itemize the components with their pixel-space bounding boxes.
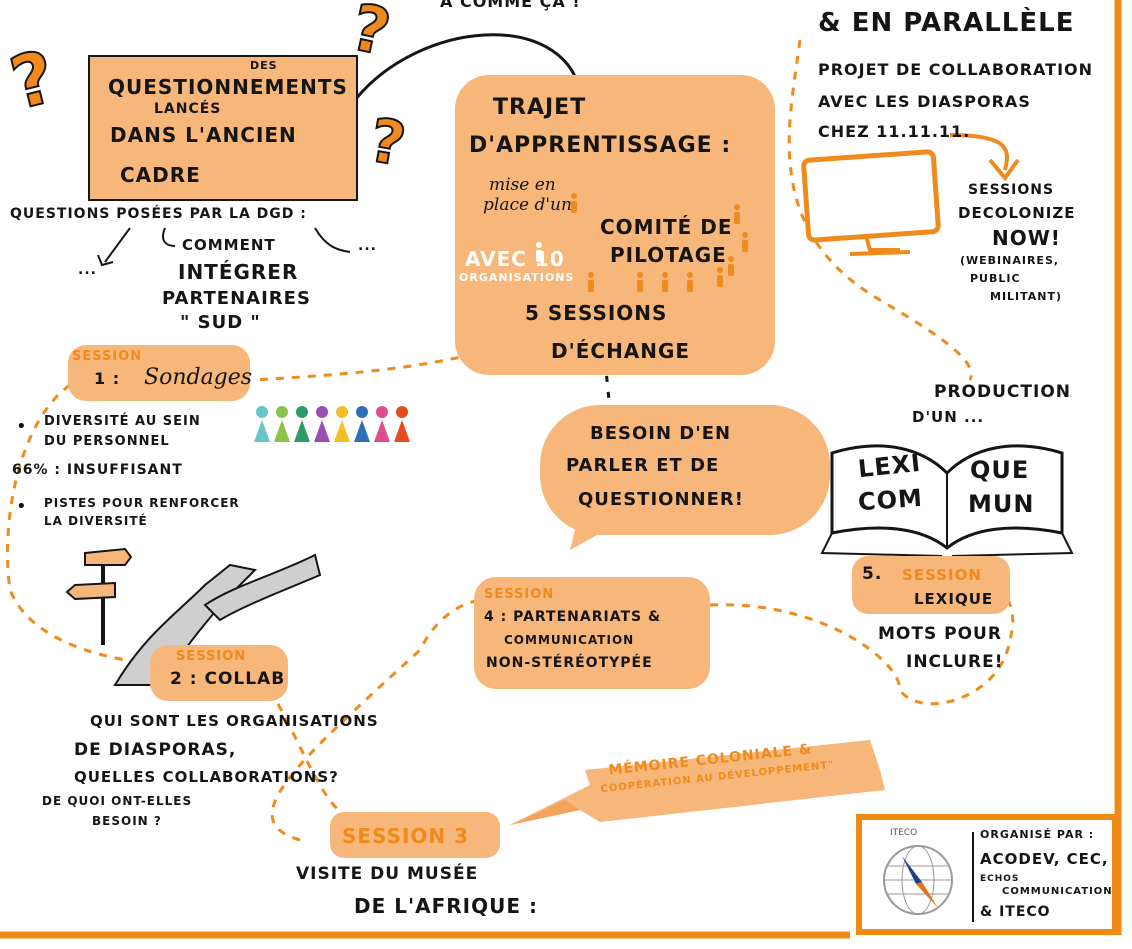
session5-box: 5. SESSION LEXIQUE bbox=[852, 556, 1010, 614]
session2-q5: BESOIN ? bbox=[92, 814, 162, 828]
top-partial-text: À COMME ÇA ! bbox=[440, 0, 581, 11]
session2-q4: DE QUOI ONT-ELLES bbox=[42, 794, 193, 808]
parallele-projet2: AVEC LES DIASPORAS bbox=[818, 92, 1031, 111]
session5-title: LEXIQUE bbox=[914, 590, 994, 608]
organise-line2: ECHOS bbox=[980, 874, 1020, 884]
besoin-line3: QUESTIONNER! bbox=[578, 489, 744, 510]
q-line1: DES bbox=[250, 59, 278, 72]
decol-line2: DECOLONIZE bbox=[958, 204, 1076, 222]
production-line2: D'UN ... bbox=[912, 408, 985, 426]
trajet-title1: TRAJET bbox=[493, 95, 587, 120]
decol-line1: SESSIONS bbox=[968, 182, 1055, 198]
parallele-title: & EN PARALLÈLE bbox=[818, 8, 1075, 38]
decol-line3: NOW! bbox=[992, 226, 1061, 250]
organise-line4: & ITECO bbox=[980, 904, 1051, 920]
session1-label: SESSION bbox=[72, 349, 143, 364]
book-text-que: QUE bbox=[970, 456, 1030, 484]
session3-visite2: de L'AFRIQUE : bbox=[354, 894, 538, 918]
trajet-title2: D'APPRENTISSAGE : bbox=[469, 133, 732, 158]
session4-t1: 4 : PARTENARIATS & bbox=[484, 609, 662, 625]
session4-label: SESSION bbox=[484, 587, 555, 602]
session1-b2a: PISTES POUR RENFORCER bbox=[44, 496, 240, 510]
session4-box: SESSION 4 : PARTENARIATS & COMMUNICATION… bbox=[474, 577, 710, 689]
trajet-place: place d'un bbox=[483, 195, 572, 215]
questions-comment: COMMENT bbox=[182, 236, 276, 254]
iteco-logo-text: ITECO bbox=[890, 828, 918, 838]
organise-line1: ACODEV, CEC, bbox=[980, 850, 1109, 868]
trajet-orgs: ORGANISATIONS bbox=[459, 271, 575, 284]
trajet-comite2: PILOTAGE bbox=[610, 243, 727, 267]
besoin-line1: BESOIN D'EN bbox=[590, 423, 732, 444]
session4-t3: NON-STÉRÉOTYPÉE bbox=[486, 655, 653, 671]
session2-q1: QUI SONT LES ORGANISATIONS bbox=[90, 712, 379, 730]
webi-line3: MILITANT) bbox=[990, 290, 1063, 303]
session1-stat: 66% : INSUFFISANT bbox=[12, 462, 183, 478]
trajet-avec: AVEC 10 bbox=[465, 247, 565, 271]
questions-partenaires: PARTENAIRES bbox=[162, 288, 311, 309]
trajet-comite1: COMITÉ de bbox=[600, 215, 733, 239]
session1-bullet: • bbox=[16, 496, 27, 517]
book-text-mun: MUN bbox=[968, 490, 1035, 518]
session2-box: SESSION 2 : COLLAB bbox=[150, 645, 288, 701]
session2-q2: de DIASPORAS, bbox=[74, 740, 237, 760]
session3-label: SESSION 3 bbox=[342, 824, 470, 848]
session2-q3: QUELLES COLLABORATIONS? bbox=[74, 768, 339, 786]
session5-label: SESSION bbox=[902, 566, 982, 584]
trajet-sessions1: 5 SESSIONS bbox=[525, 301, 668, 325]
book-text-com: COM bbox=[857, 483, 924, 517]
session3-box: SESSION 3 bbox=[330, 812, 500, 858]
trajet-sessions2: D'ÉCHANGE bbox=[551, 339, 691, 363]
session5-num: 5. bbox=[862, 564, 883, 584]
organise-line3: COMMUNICATION bbox=[1002, 886, 1113, 897]
webi-line2: PUBLIC bbox=[970, 272, 1021, 285]
diverse-people-icon bbox=[254, 406, 410, 442]
session1-b1b: du PERSONNEL bbox=[44, 434, 170, 449]
memoire-banner bbox=[510, 740, 885, 825]
session2-label: SESSION bbox=[176, 649, 247, 664]
session1-title: Sondages bbox=[144, 365, 253, 390]
q-line5: CADRE bbox=[120, 163, 201, 187]
organise-box: ITECO ORGANISÉ PAR : ACODEV, CEC, ECHOS … bbox=[856, 814, 1118, 935]
q-line4: DANS L'ANCIEN bbox=[110, 123, 297, 147]
session1-box: SESSION 1 : Sondages bbox=[68, 345, 253, 401]
session3-visite1: VISITE DU MUSÉE bbox=[296, 864, 479, 884]
besoin-bubble: BESOIN D'EN PARLER ET DE QUESTIONNER! bbox=[540, 405, 830, 535]
production-line1: PRODUCTION bbox=[934, 382, 1071, 402]
crossroad-illustration bbox=[65, 547, 322, 686]
questionnements-box: DES QUESTIONNEMENTS LANCÉS DANS L'ANCIEN… bbox=[88, 55, 358, 201]
session1-bullet: • bbox=[16, 416, 27, 437]
trajet-box: TRAJET D'APPRENTISSAGE : mise en place d… bbox=[455, 75, 775, 375]
questions-intro: QUESTIONS POSÉES PAR LA DGD : bbox=[10, 206, 307, 222]
besoin-line2: PARLER ET DE bbox=[566, 455, 720, 476]
monitor-icon bbox=[801, 149, 941, 256]
parallele-projet3: CHEZ 11.11.11. bbox=[818, 122, 971, 141]
webi-line1: (WEBINAIRES, bbox=[960, 254, 1060, 267]
session5-mots2: INCLURE! bbox=[906, 652, 1004, 672]
session2-title: 2 : COLLAB bbox=[170, 669, 286, 689]
people-icons bbox=[536, 193, 748, 292]
iteco-logo bbox=[883, 845, 953, 915]
session1-b1a: DIVERSITÉ AU SEIN bbox=[44, 414, 201, 429]
q-line2: QUESTIONNEMENTS bbox=[108, 75, 348, 99]
session4-t2: COMMUNICATION bbox=[504, 633, 635, 647]
parallele-projet1: PROJET de COLLABORATION bbox=[818, 60, 1094, 79]
book-icon bbox=[820, 444, 1074, 557]
session1-b2b: LA DIVERSITÉ bbox=[44, 514, 148, 528]
organise-label: ORGANISÉ PAR : bbox=[980, 828, 1095, 841]
besoin-bubble-tail bbox=[570, 510, 615, 550]
session1-num: 1 : bbox=[94, 369, 121, 388]
q-line3: LANCÉS bbox=[154, 101, 222, 117]
trajet-mise: mise en bbox=[489, 175, 556, 195]
session5-mots1: MOTS POUR bbox=[878, 624, 1002, 644]
questions-sud: " SUD " bbox=[180, 312, 261, 333]
questions-dots-left: ... bbox=[78, 262, 97, 278]
questions-integrer: INTÉGRER bbox=[178, 260, 299, 284]
questions-dots-right: ... bbox=[358, 238, 377, 254]
